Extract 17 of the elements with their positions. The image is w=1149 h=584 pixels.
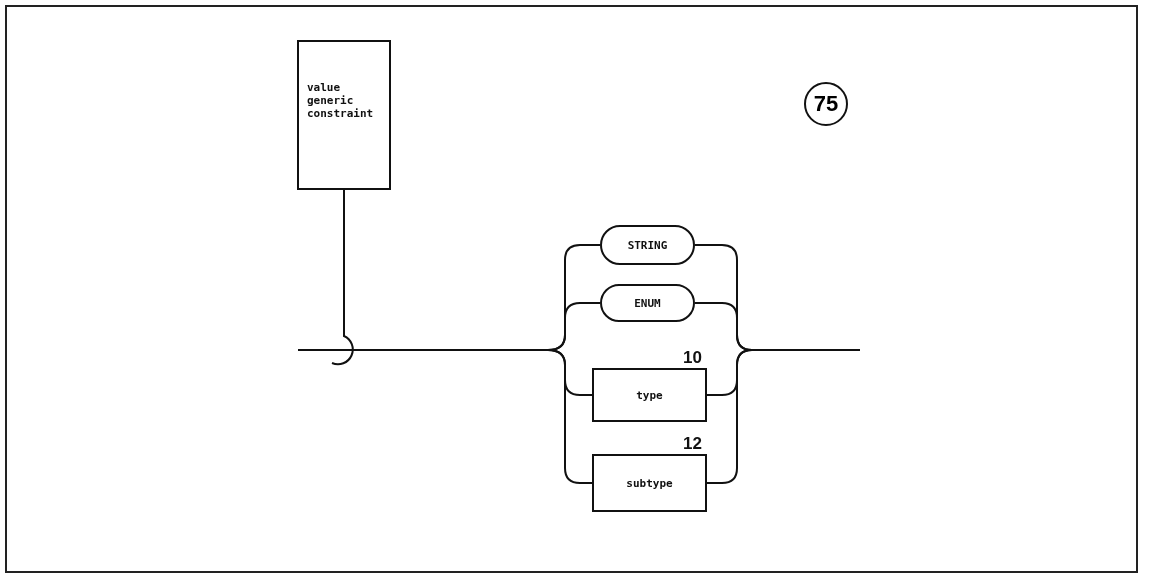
nonterminal-box — [592, 368, 707, 422]
number-circle — [804, 82, 848, 126]
keyword-text: ENUM — [634, 296, 661, 310]
syntax-line — [297, 349, 593, 484]
keyword-text: STRING — [627, 238, 668, 252]
node-text: subtype — [626, 476, 673, 490]
syntax-line — [331, 189, 354, 366]
syntax-line — [706, 349, 861, 484]
node-text: type — [636, 388, 663, 402]
reference-number: 12 — [683, 434, 702, 454]
nonterminal-box — [592, 454, 707, 512]
figure-number: 75 — [813, 91, 839, 117]
node-text: value generic constraint — [307, 80, 375, 120]
terminal-symbol — [600, 225, 695, 265]
name-box — [297, 40, 391, 190]
terminal-symbol — [600, 284, 695, 322]
reference-number: 10 — [683, 348, 702, 368]
